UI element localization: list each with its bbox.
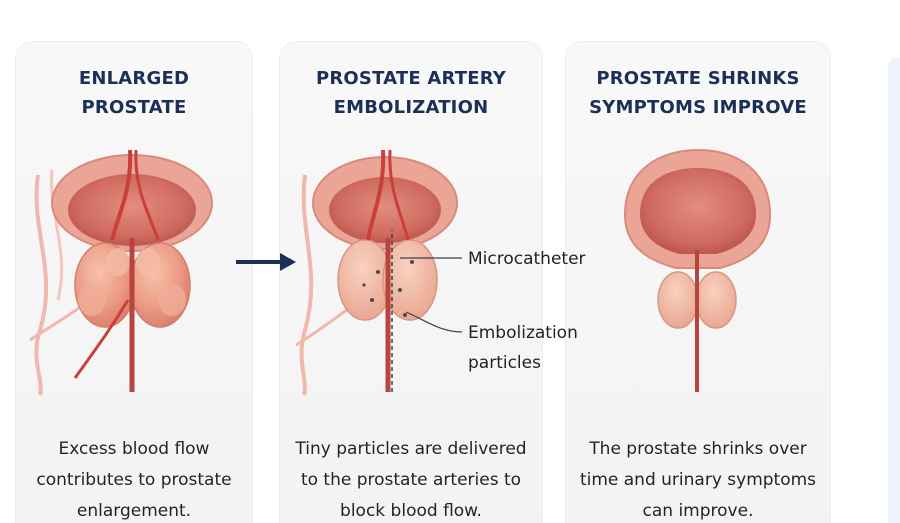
panel-title: PROSTATE ARTERY EMBOLIZATION	[280, 64, 542, 122]
panel-description: Tiny particles are delivered to the pros…	[280, 434, 542, 523]
panel-description-line: contributes to prostate	[36, 470, 232, 490]
panel-title-line: EMBOLIZATION	[333, 97, 489, 118]
embolization-label-line: Embolization	[468, 323, 578, 343]
panel-title-line: PROSTATE	[81, 97, 187, 118]
panel-description-line: can improve.	[642, 501, 754, 521]
adjacent-panel-edge	[888, 58, 900, 523]
panel-description: Excess blood flow contributes to prostat…	[16, 434, 252, 523]
panel-description-line: time and urinary symptoms	[579, 470, 817, 490]
panel-description-line: enlargement.	[76, 501, 192, 521]
panel-title-line: PROSTATE ARTERY	[315, 68, 507, 89]
panel-description-line: Tiny particles are delivered	[295, 439, 527, 459]
microcatheter-label: Microcatheter	[468, 249, 586, 269]
panel-title-line: ENLARGED	[78, 68, 190, 89]
arrow-right-icon	[236, 253, 296, 271]
panel-artery-embolization: PROSTATE ARTERY EMBOLIZATION Tiny partic…	[280, 42, 542, 523]
panel-title-line: PROSTATE SHRINKS	[596, 68, 800, 89]
panel-description-line: Excess blood flow	[58, 439, 210, 459]
panel-title: PROSTATE SHRINKS SYMPTOMS IMPROVE	[566, 64, 830, 122]
panel-description: The prostate shrinks over time and urina…	[566, 434, 830, 523]
panel-description-line: to the prostate arteries to	[300, 470, 522, 490]
panel-description-line: block blood flow.	[340, 501, 482, 521]
panel-enlarged-prostate: ENLARGED PROSTATE Excess blood flow cont…	[16, 42, 252, 523]
panel-description-line: The prostate shrinks over	[589, 439, 807, 459]
panel-prostate-shrinks: PROSTATE SHRINKS SYMPTOMS IMPROVE The pr…	[566, 42, 830, 523]
embolization-particles-label: Embolization particles	[468, 318, 578, 378]
embolization-label-line: particles	[468, 353, 541, 373]
panel-title-line: SYMPTOMS IMPROVE	[589, 97, 807, 118]
panel-title: ENLARGED PROSTATE	[16, 64, 252, 122]
